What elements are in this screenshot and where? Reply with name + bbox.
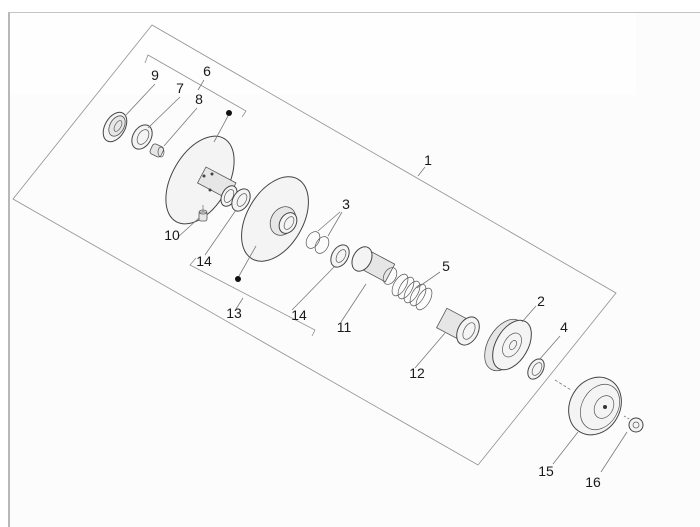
callout-14: 14 — [291, 307, 307, 323]
subassembly-13-bracket — [189, 257, 316, 337]
callout-3: 3 — [342, 196, 350, 212]
callout-5: 5 — [442, 258, 450, 274]
part-14-bearing[interactable] — [228, 186, 254, 215]
background-panel — [10, 13, 287, 95]
part-5-spring[interactable] — [389, 272, 435, 313]
part-15-clutch-bell[interactable] — [554, 368, 632, 445]
callout-13: 13 — [226, 305, 242, 321]
background-panel — [287, 13, 636, 95]
part-9-bearing[interactable] — [98, 108, 131, 146]
callout-10: 10 — [164, 227, 180, 243]
callout-15: 15 — [538, 463, 554, 479]
callout-11: 11 — [337, 319, 352, 335]
callout-7: 7 — [176, 80, 184, 96]
fixed-half-pulley[interactable] — [152, 124, 248, 235]
callout-4: 4 — [560, 319, 568, 335]
callout-8: 8 — [195, 91, 203, 107]
callout-9: 9 — [151, 67, 159, 83]
subassembly-6-bracket — [144, 54, 247, 118]
part-11-sleeve[interactable] — [348, 243, 400, 286]
part-4-nut[interactable] — [524, 356, 547, 382]
part-3-o-rings[interactable] — [303, 229, 331, 256]
callout-12: 12 — [409, 365, 425, 381]
callout-1: 1 — [424, 152, 432, 168]
part-12-sleeve[interactable] — [436, 307, 484, 349]
movable-half-pulley[interactable] — [228, 165, 322, 273]
assembly-1-outline — [12, 24, 617, 466]
part-14-bearing[interactable] — [327, 242, 353, 271]
part-2-clutch[interactable] — [476, 312, 539, 377]
lubrication-point-icon — [235, 276, 241, 282]
callout-16: 16 — [585, 474, 601, 490]
callout-14: 14 — [196, 253, 212, 269]
lubrication-point-icon — [226, 110, 232, 116]
part-16-nut[interactable] — [623, 415, 644, 433]
callout-2: 2 — [537, 293, 545, 309]
part-8-bushing[interactable] — [149, 143, 165, 158]
part-7-seal[interactable] — [128, 121, 157, 153]
callout-6: 6 — [203, 63, 211, 79]
